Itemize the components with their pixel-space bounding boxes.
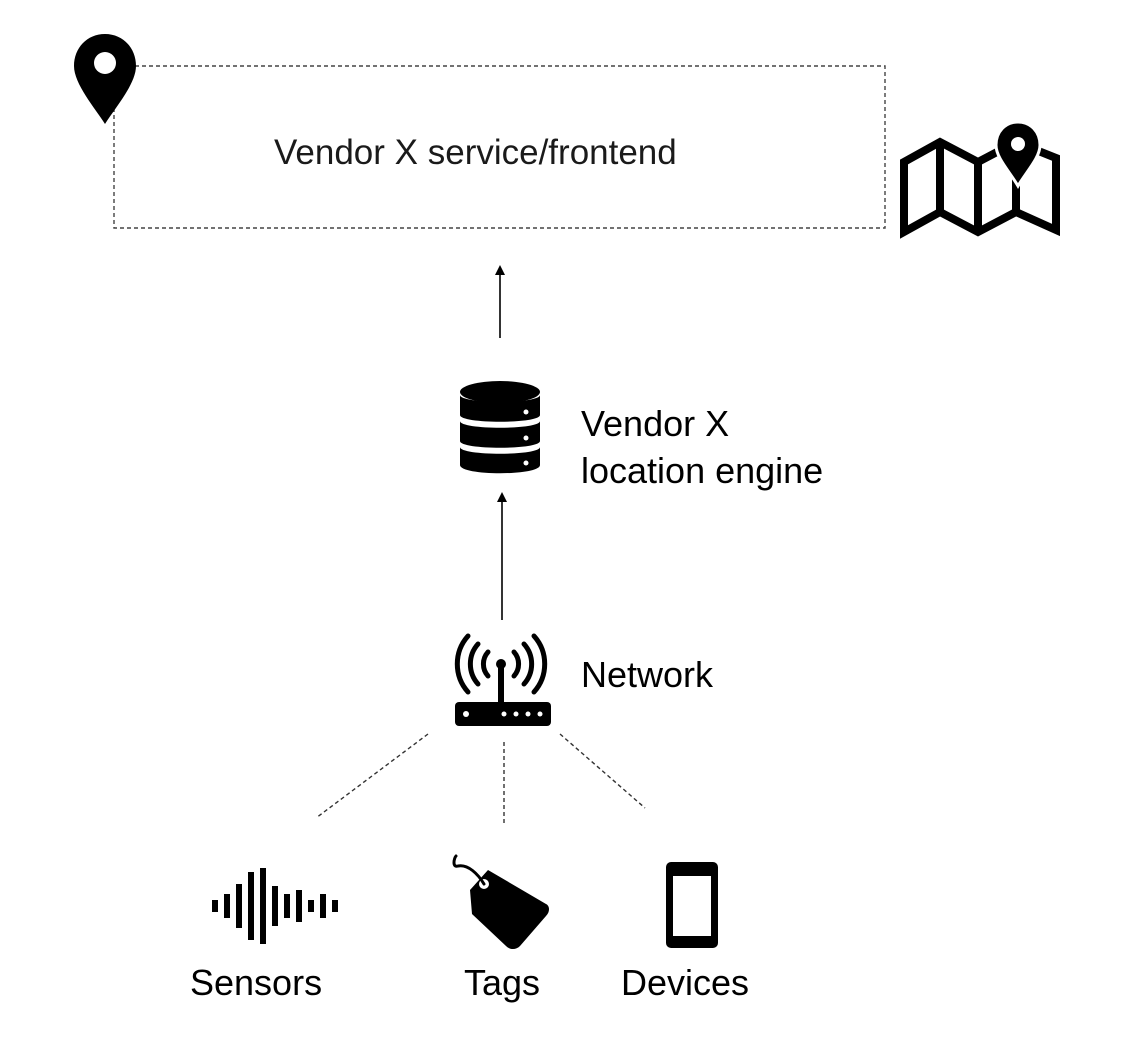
sensors-label: Sensors — [190, 962, 323, 1003]
database-icon — [460, 381, 540, 474]
tag-icon — [452, 854, 549, 949]
service-frontend-box — [113, 65, 886, 229]
dashed-link-devices — [559, 733, 646, 809]
dashed-link-sensors — [315, 733, 429, 819]
network-label: Network — [581, 654, 714, 695]
location-pin-icon — [74, 34, 136, 124]
service-frontend-label: Vendor X service/frontend — [274, 133, 677, 172]
location-engine-label: Vendor X location engine — [581, 400, 823, 494]
map-with-pin-icon — [900, 120, 1060, 239]
wifi-router-icon — [454, 633, 551, 726]
devices-label: Devices — [621, 962, 750, 1003]
tags-label: Tags — [464, 962, 541, 1003]
sound-wave-icon — [212, 868, 338, 944]
location-engine-label-line1: Vendor X — [581, 403, 730, 444]
smartphone-icon — [666, 862, 718, 948]
location-engine-label-line2: location engine — [581, 450, 824, 491]
